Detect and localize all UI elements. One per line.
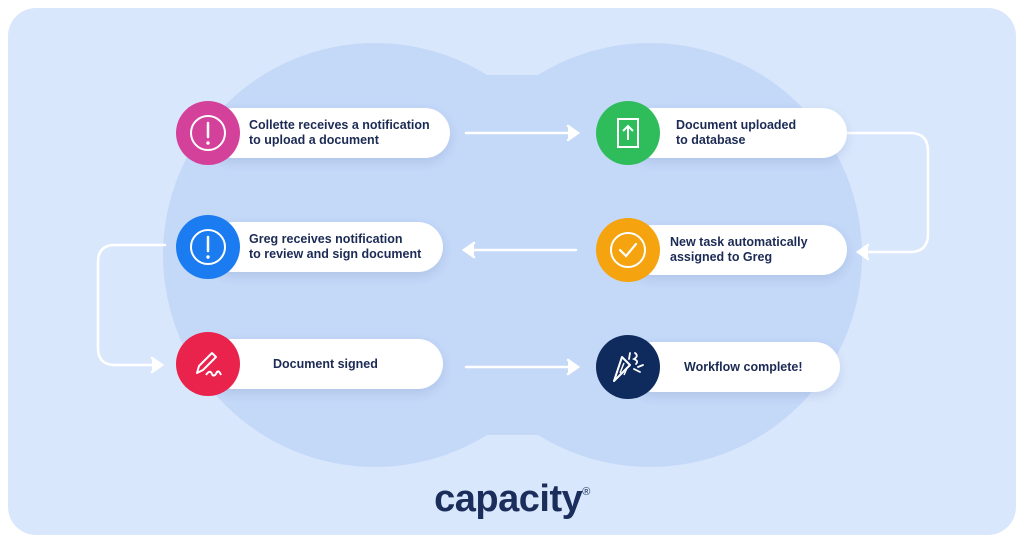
step-document-signed: Document signed bbox=[176, 332, 443, 396]
step-text-line2: to upload a document bbox=[249, 133, 379, 147]
step-workflow-complete: Workflow complete! bbox=[596, 335, 840, 399]
step-text-line1: Collette receives a notification bbox=[249, 118, 430, 132]
party-popper-icon bbox=[596, 335, 660, 399]
upload-icon bbox=[596, 101, 660, 165]
alert-icon bbox=[176, 215, 240, 279]
step-text-line1: New task automatically bbox=[670, 235, 808, 249]
step-text-line2: to review and sign document bbox=[249, 247, 422, 261]
connector-2-to-3 bbox=[846, 131, 930, 254]
step-card bbox=[628, 342, 840, 392]
step-card bbox=[208, 339, 443, 389]
signature-icon bbox=[176, 332, 240, 396]
step-text-line1: Greg receives notification bbox=[249, 232, 403, 246]
step-card bbox=[208, 222, 443, 272]
step-text-line1: Document signed bbox=[273, 356, 378, 371]
step-text-line1: Document uploaded bbox=[676, 118, 797, 132]
step-text-line1: Workflow complete! bbox=[684, 359, 803, 374]
step-text-line2: to database bbox=[676, 133, 746, 147]
logo-wordmark: capacity bbox=[434, 478, 583, 520]
step-card bbox=[628, 108, 847, 158]
alert-icon bbox=[176, 101, 240, 165]
step-card bbox=[208, 108, 450, 158]
step-card bbox=[628, 225, 847, 275]
check-icon bbox=[596, 218, 660, 282]
registered-mark: ® bbox=[582, 486, 590, 498]
step-text-line2: assigned to Greg bbox=[670, 250, 773, 264]
capacity-logo: capacity® bbox=[0, 478, 1024, 521]
connector-4-to-5 bbox=[96, 243, 167, 367]
